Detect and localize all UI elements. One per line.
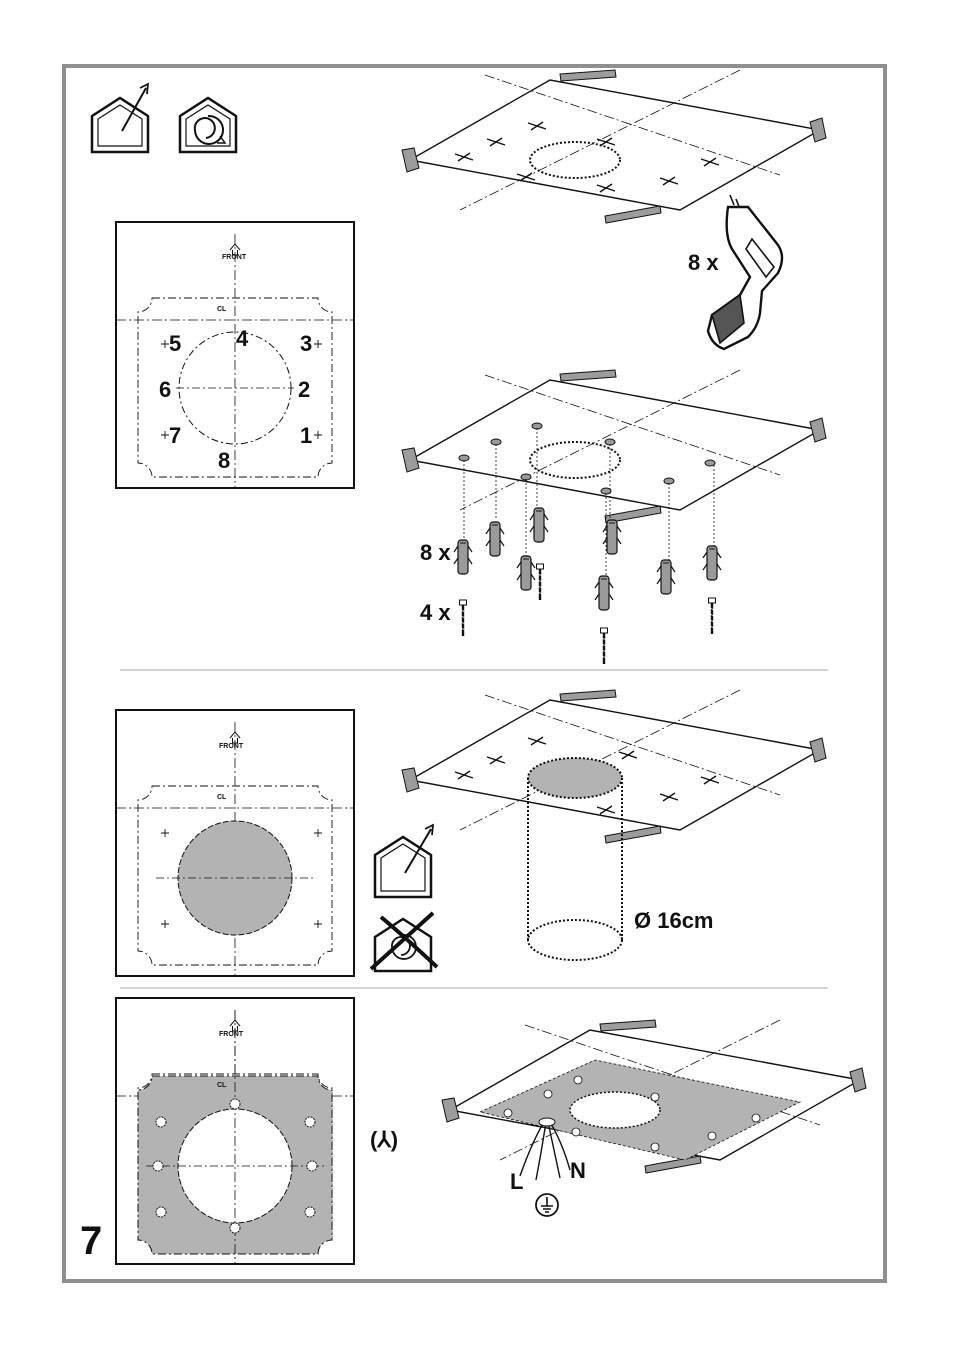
hole-number-7: 7 — [169, 423, 181, 448]
line-wire-label: L — [510, 1169, 523, 1194]
template-cl-label-2: CL — [217, 794, 227, 801]
ducted-mode-icon — [90, 82, 150, 154]
hole-number-6: 6 — [159, 377, 171, 402]
wiring-symbol: (⅄) — [370, 1127, 398, 1152]
drill-count-label: 8 x — [688, 250, 719, 275]
duct-diameter-label: Ø 16cm — [634, 908, 714, 933]
ducted-mode-icon — [373, 823, 435, 899]
template-front-label: FRONT — [222, 254, 247, 261]
page-number: 7 — [80, 1219, 102, 1263]
hole-number-8: 8 — [218, 448, 230, 473]
ceiling-plate-plugs — [401, 369, 827, 580]
ducted-cutout-template — [115, 709, 355, 977]
drill-icon — [706, 194, 784, 351]
ceiling-plate-marking — [401, 69, 827, 224]
screws — [458, 562, 717, 666]
wall-plugs — [453, 507, 722, 611]
template-front-label-3: FRONT — [219, 1031, 244, 1038]
ceiling-plate-duct — [401, 689, 827, 961]
hole-number-1: 1 — [300, 423, 312, 448]
hole-number-5: 5 — [169, 331, 181, 356]
ceiling-plate-wiring — [441, 1019, 867, 1181]
plug-count-label: 8 x — [420, 540, 451, 565]
hole-number-3: 3 — [300, 331, 312, 356]
template-cl-label-3: CL — [217, 1082, 227, 1089]
template-front-label-2: FRONT — [219, 743, 244, 750]
recirculation-mode-icon — [178, 96, 238, 154]
numbered-drill-template — [115, 221, 355, 489]
hole-number-4: 4 — [236, 326, 249, 351]
recirculation-not-allowed-icon — [369, 911, 439, 973]
earth-ground-icon — [535, 1193, 559, 1217]
screw-count-label: 4 x — [420, 600, 451, 625]
page-frame — [62, 64, 887, 1283]
template-cl-label: CL — [217, 306, 227, 313]
neutral-wire-label: N — [570, 1158, 586, 1183]
hole-number-2: 2 — [298, 377, 310, 402]
mounting-plate-template — [115, 997, 355, 1265]
